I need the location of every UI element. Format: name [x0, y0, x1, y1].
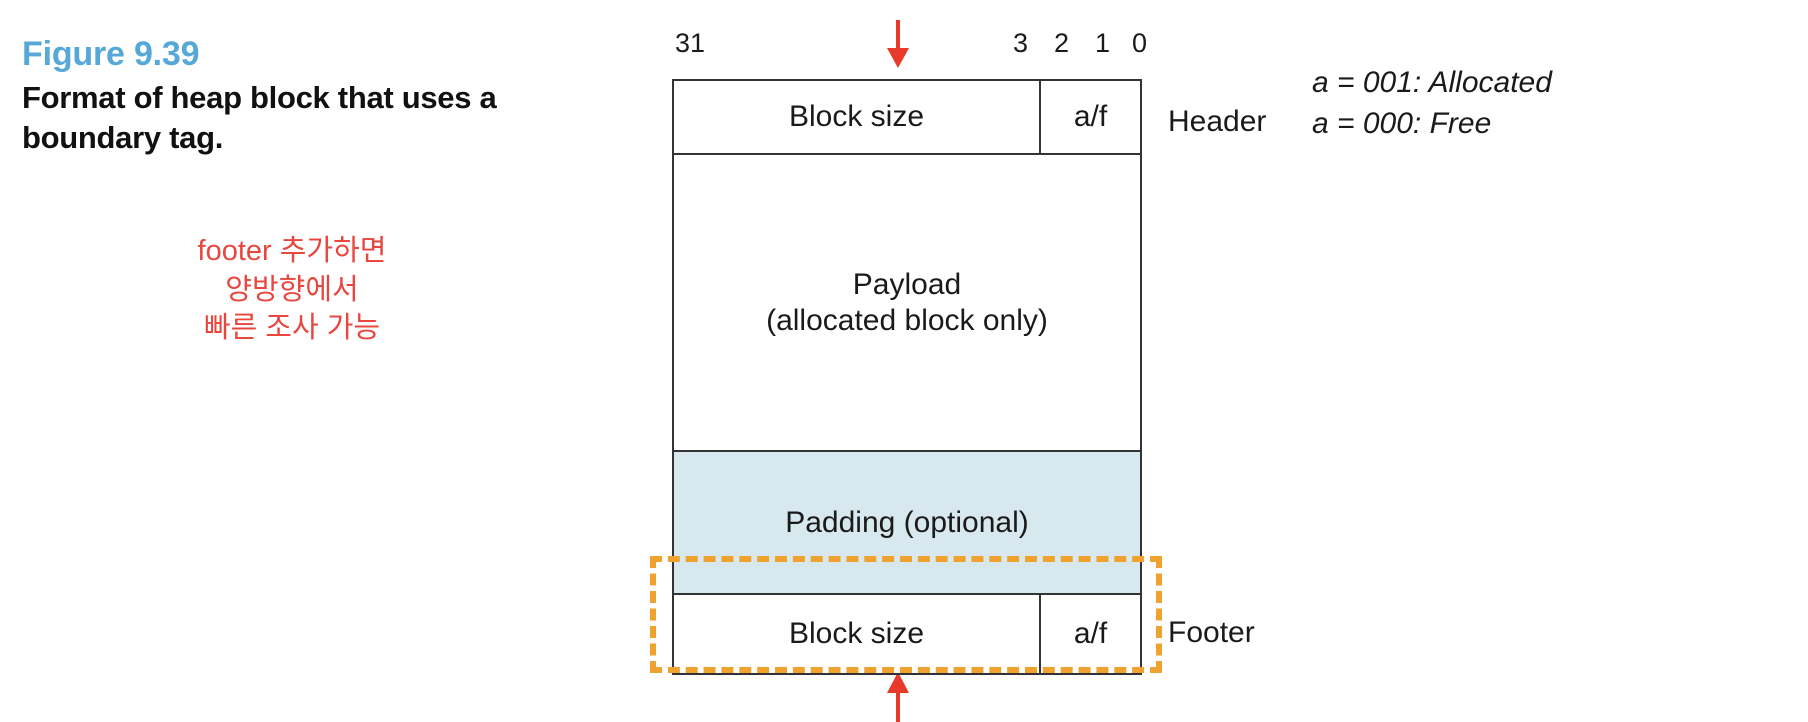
alloc-flag-legend: a = 001: Allocated a = 000: Free — [1312, 63, 1552, 145]
annotation-line-3: 빠른 조사 가능 — [203, 312, 381, 345]
bit-label-0: 0 — [1132, 28, 1148, 58]
heap-block: Block size a/f Payload (allocated block … — [672, 79, 1142, 675]
payload-row: Payload (allocated block only) — [674, 153, 1140, 450]
header-block-size-cell: Block size — [788, 100, 925, 133]
footer-alloc-flag-cell: a/f — [1039, 595, 1140, 673]
bit-label-1: 1 — [1095, 28, 1111, 58]
figure-number: Figure 9.39 — [22, 35, 200, 73]
payload-cell: Payload (allocated block only) — [766, 267, 1048, 337]
korean-annotation: footer 추가하면 양방향에서 빠른 조사 가능 — [22, 232, 562, 348]
footer-block-size-cell: Block size — [788, 617, 925, 650]
block-pointer-up-arrow-icon — [887, 672, 909, 722]
bit-label-2: 2 — [1054, 28, 1070, 58]
figure-title: Format of heap block that uses a boundar… — [22, 80, 497, 155]
bit-label-31: 31 — [675, 28, 706, 58]
padding-cell: Padding (optional) — [785, 505, 1029, 539]
legend-allocated: a = 001: Allocated — [1312, 66, 1552, 99]
header-row: Block size a/f — [674, 81, 1140, 153]
footer-row: Block size a/f — [674, 593, 1140, 673]
legend-free: a = 000: Free — [1312, 106, 1492, 140]
padding-row: Padding (optional) — [674, 450, 1140, 593]
block-pointer-down-arrow-icon — [887, 20, 909, 68]
header-side-label: Header — [1168, 105, 1267, 138]
header-alloc-flag-cell: a/f — [1039, 81, 1140, 153]
annotation-line-1: footer 추가하면 — [197, 235, 387, 267]
annotation-line-2: 양방향에서 — [225, 273, 359, 306]
footer-side-label: Footer — [1168, 616, 1255, 649]
bit-label-3: 3 — [1013, 28, 1029, 58]
figure-caption: Figure 9.39 Format of heap block that us… — [22, 34, 562, 157]
